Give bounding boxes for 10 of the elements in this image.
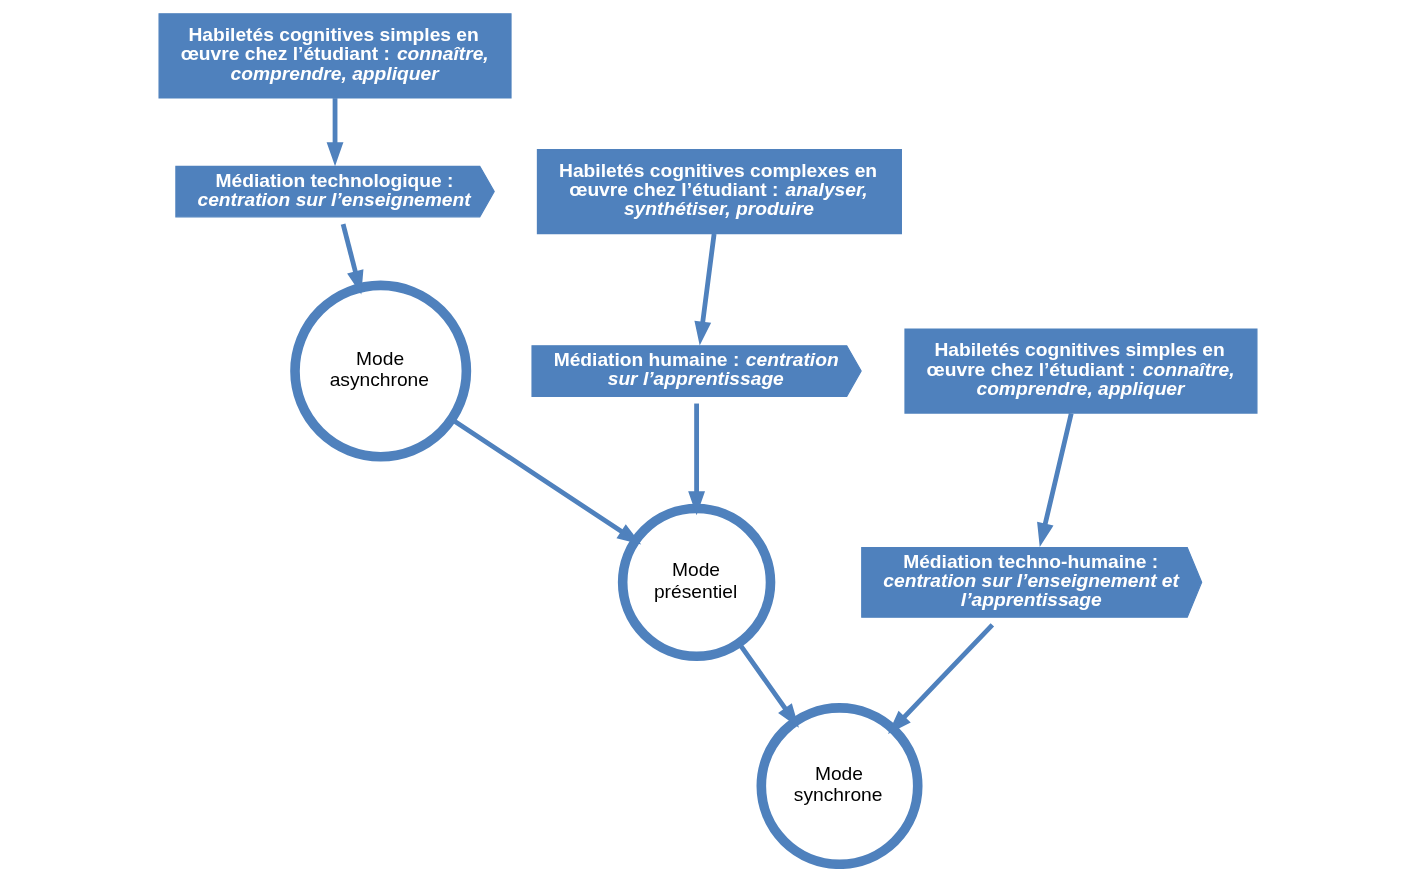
arrow (694, 233, 717, 346)
arrow (1037, 412, 1074, 547)
arrow (688, 403, 705, 515)
arrow (326, 97, 344, 166)
node-circle: Mode asynchrone (290, 280, 472, 462)
node-box: Habiletés cognitives simples en œuvre chez l’étudiant : connaître, comprendre, appliquer (158, 12, 512, 98)
node-box: Habiletés cognitives simples en œuvre chez l’étudiant : connaître, comprendre, appliquer (904, 327, 1258, 414)
node-box: Habiletés cognitives complexes en œuvre chez l’étudiant : analyser, synthétiser, produire (536, 148, 902, 234)
arrow (340, 222, 364, 295)
arrow (888, 622, 995, 734)
